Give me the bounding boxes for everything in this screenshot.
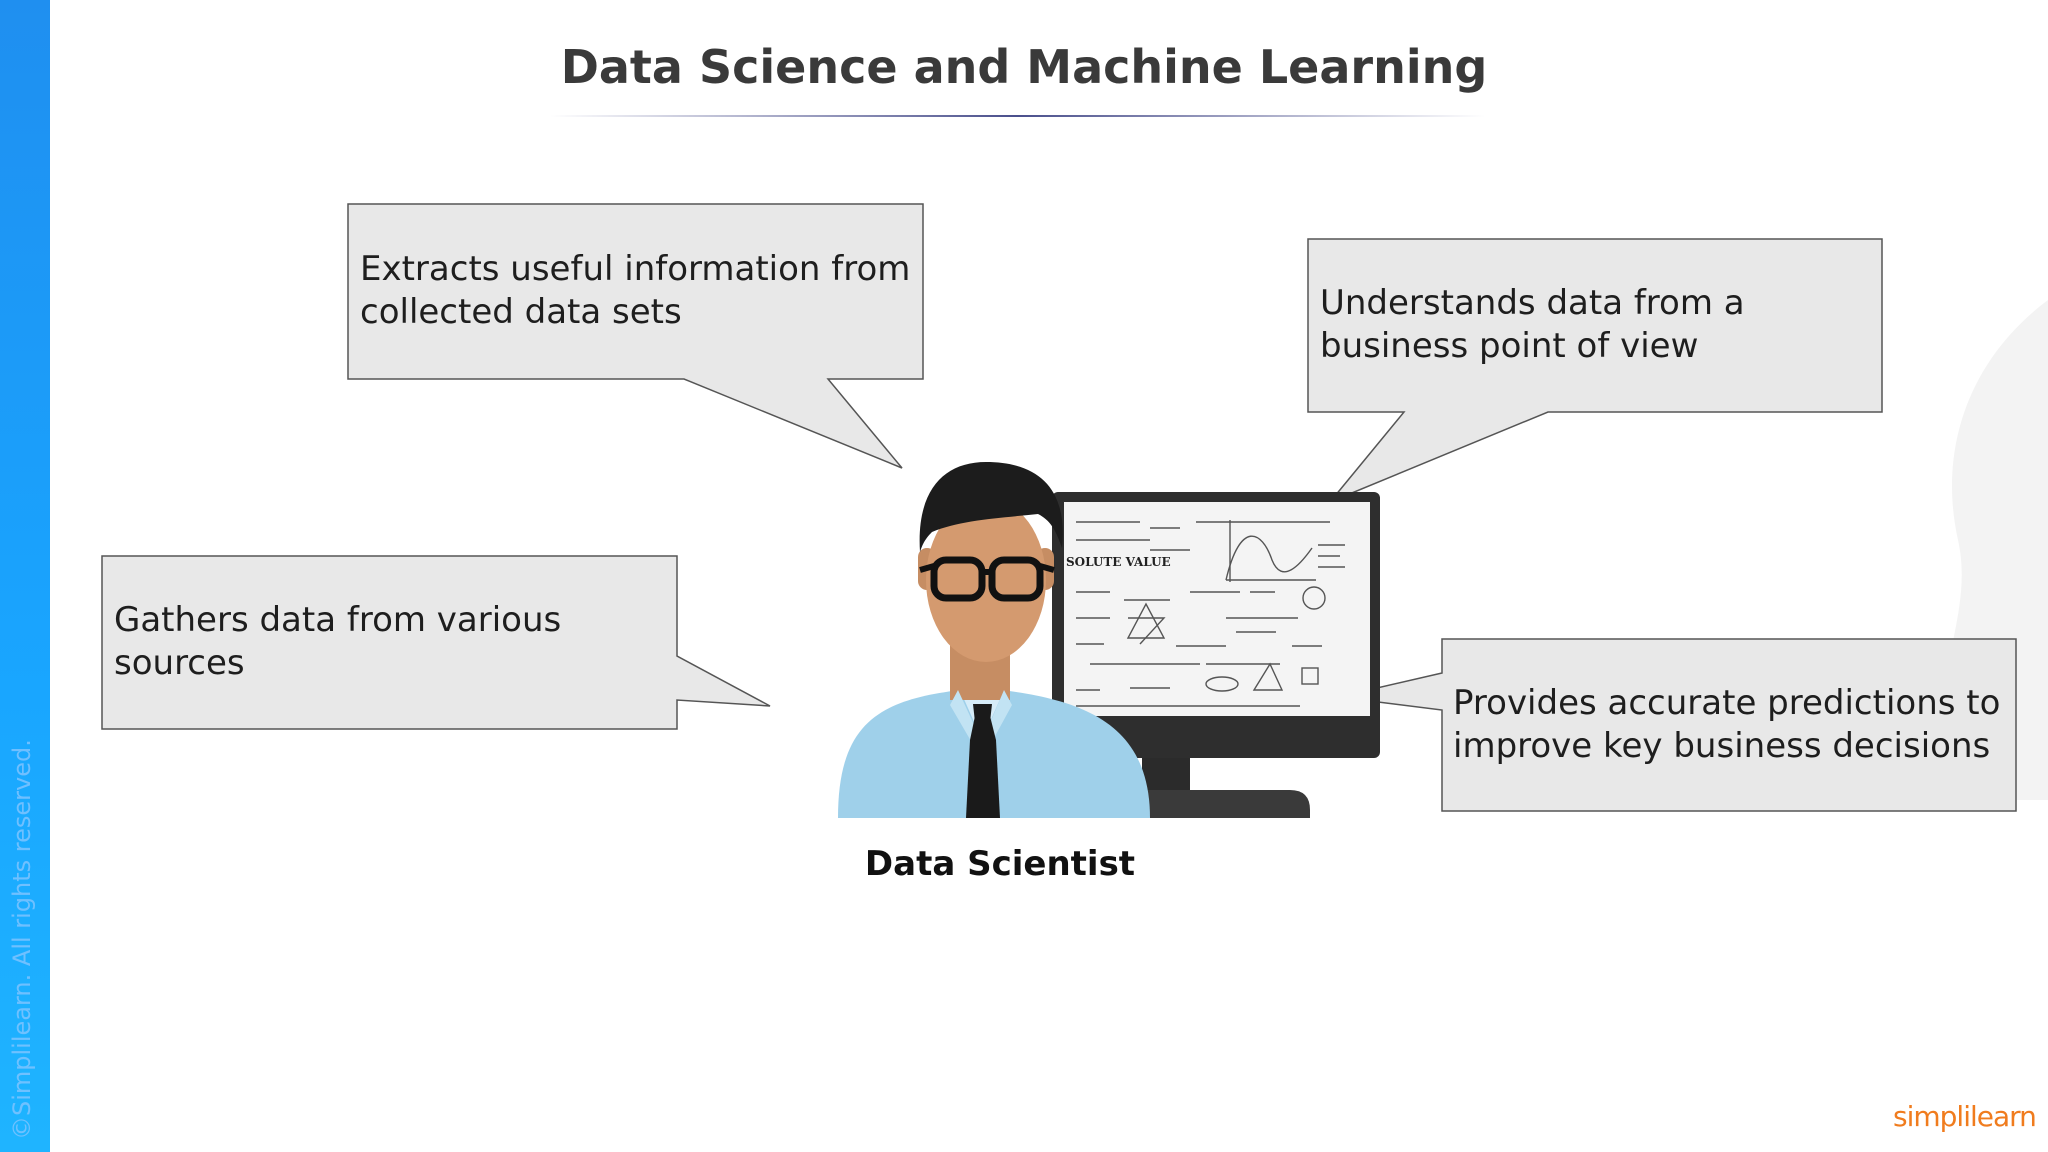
callout-gathers-line1: Gathers data from various	[114, 600, 562, 640]
callout-understands-line2: business point of view	[1320, 326, 1699, 366]
callout-gathers-bubble	[101, 555, 771, 730]
callout-understands-bubble	[1307, 238, 1883, 503]
callout-predicts-line2: improve key business decisions	[1453, 726, 1991, 766]
callout-understands-line1: Understands data from a	[1320, 283, 1745, 323]
data-scientist-caption: Data Scientist	[864, 844, 1136, 884]
callout-extracts-bubble	[347, 203, 924, 469]
callout-extracts-line2: collected data sets	[360, 292, 682, 332]
callout-extracts-text: Extracts useful information from collect…	[360, 248, 910, 334]
callout-predicts-text: Provides accurate predictions to improve…	[1453, 682, 2000, 768]
title-divider	[550, 115, 1485, 117]
callout-extracts-line1: Extracts useful information from	[360, 249, 911, 289]
simplilearn-logo: simplilearn	[1893, 1100, 2037, 1133]
callout-predicts-bubble	[1337, 638, 2017, 812]
callout-gathers-line2: sources	[114, 643, 245, 683]
callout-gathers-text: Gathers data from various sources	[114, 599, 561, 685]
board-label: SOLUTE VALUE	[1066, 555, 1171, 569]
side-accent-bar	[0, 0, 50, 1152]
callout-understands-text: Understands data from a business point o…	[1320, 282, 1745, 368]
data-scientist-avatar	[838, 462, 1150, 818]
slide-title: Data Science and Machine Learning	[560, 40, 1488, 94]
callout-predicts-line1: Provides accurate predictions to	[1453, 683, 2001, 723]
